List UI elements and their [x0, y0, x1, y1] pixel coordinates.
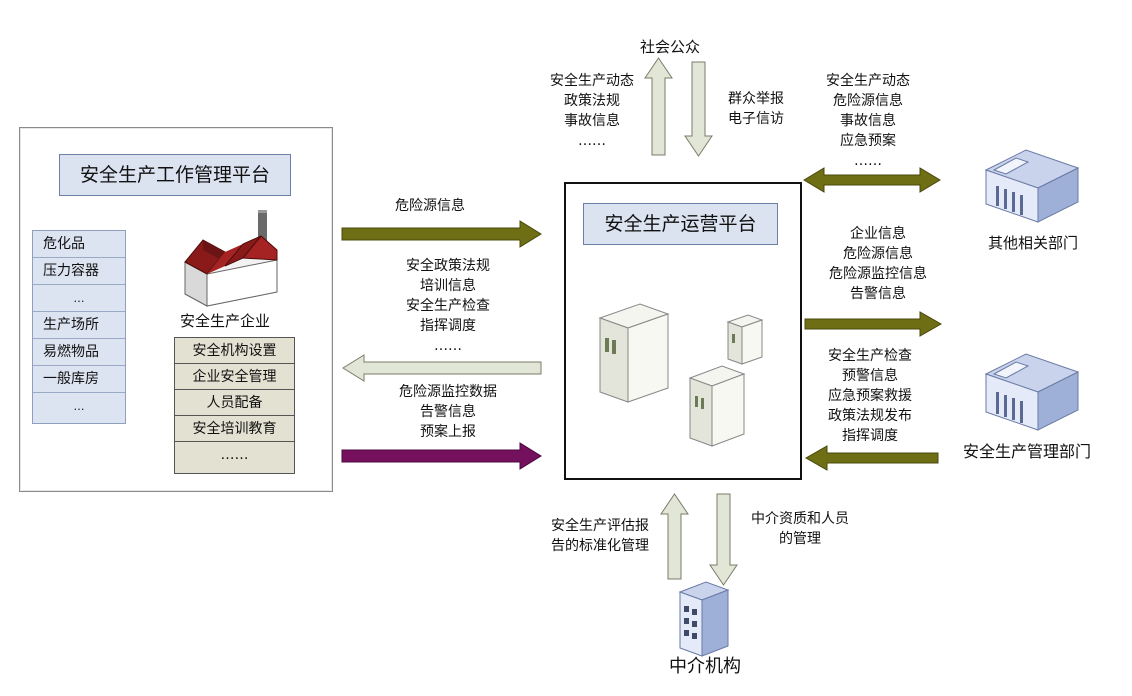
- category-item: 易燃物品: [33, 339, 125, 366]
- category-item: 生产场所: [33, 312, 125, 339]
- category-item: 危化品: [33, 231, 125, 258]
- flow-label-to-center-top: 危险源信息: [395, 198, 465, 214]
- category-item: 一般库房: [33, 366, 125, 393]
- enterprise-item: 安全培训教育: [175, 416, 294, 442]
- flow-label-from-mgmt: 安全生产检查预警信息 应急预案救援政策法规发布 指挥调度: [828, 348, 912, 444]
- flow-label-to-left: 安全政策法规培训信息 安全生产检查指挥调度 ……: [406, 258, 490, 354]
- arrow-from-mgmt: [804, 445, 939, 471]
- category-list: 危化品 压力容器 … 生产场所 易燃物品 一般库房 …: [32, 230, 126, 424]
- enterprise-item: 人员配备: [175, 390, 294, 416]
- flow-label-other-depts: 安全生产动态危险源信息 事故信息应急预案 ……: [826, 73, 910, 169]
- arrow-to-center-bottom: [341, 442, 542, 470]
- category-item: …: [73, 400, 85, 413]
- category-item: …: [33, 285, 125, 312]
- enterprise-label: 安全生产企业: [179, 312, 270, 330]
- arrow-to-agency: [709, 493, 738, 586]
- flow-label-to-agency: 中介资质和人员的管理: [751, 511, 849, 547]
- flow-label-from-public: 群众举报电子信访: [728, 91, 784, 127]
- arrow-to-left: [342, 354, 542, 382]
- arrow-from-agency: [660, 493, 689, 580]
- arrow-other-depts: [803, 167, 941, 193]
- mgmt-dept-label: 安全生产管理部门: [962, 442, 1091, 461]
- center-platform-title: 安全生产运营平台: [583, 203, 778, 245]
- flow-label-to-public: 安全生产动态政策法规 事故信息……: [550, 73, 634, 149]
- arrow-to-center-top: [341, 220, 542, 248]
- flow-label-from-agency: 安全生产评估报告的标准化管理: [551, 518, 649, 554]
- enterprise-item: ……: [220, 447, 249, 463]
- left-platform-title: 安全生产工作管理平台: [59, 154, 291, 196]
- enterprise-item: 安全机构设置: [175, 338, 294, 364]
- agency-label: 中介机构: [669, 656, 741, 677]
- flow-label-to-center-bottom: 危险源监控数据告警信息 预案上报: [399, 384, 497, 440]
- category-item: 压力容器: [33, 258, 125, 285]
- other-depts-label: 其他相关部门: [987, 234, 1078, 252]
- enterprise-item: 企业安全管理: [175, 364, 294, 390]
- enterprise-item-list: 安全机构设置 企业安全管理 人员配备 安全培训教育 ……: [174, 337, 295, 474]
- public-label: 社会公众: [639, 38, 700, 56]
- arrow-from-public: [684, 61, 713, 157]
- flow-label-to-mgmt: 企业信息危险源信息 危险源监控信息告警信息: [829, 226, 927, 302]
- arrow-to-public: [644, 57, 673, 156]
- arrow-to-mgmt: [804, 311, 943, 337]
